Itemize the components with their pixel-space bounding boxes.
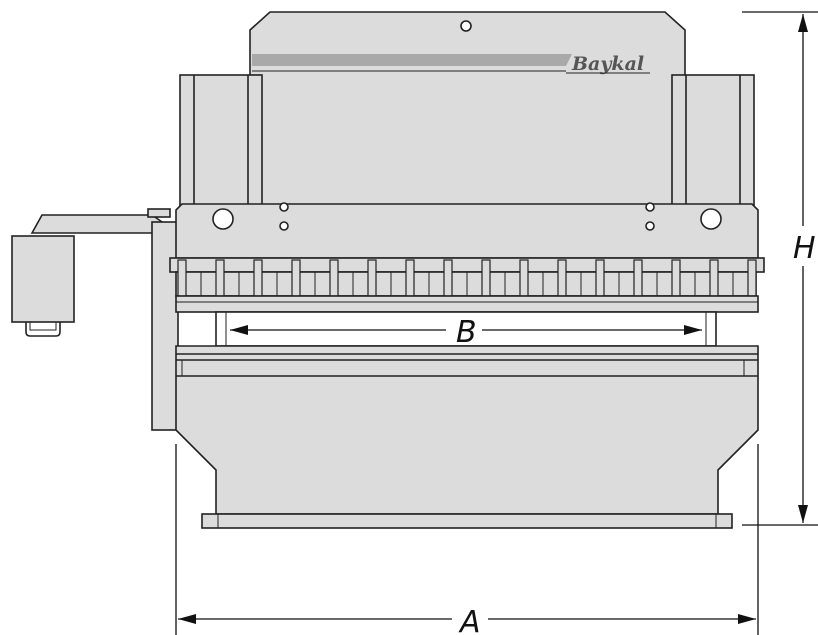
top-crown: Baykal bbox=[249, 11, 686, 211]
bolt-icon bbox=[279, 221, 289, 231]
upper-tool bbox=[175, 295, 759, 313]
upper-beam bbox=[175, 202, 759, 259]
dimension-b-label: B bbox=[456, 315, 477, 350]
clamp-segment bbox=[633, 259, 643, 297]
lifting-hole-icon bbox=[460, 20, 472, 32]
brand-logo: Baykal bbox=[571, 53, 644, 75]
clamp-segment bbox=[253, 259, 263, 297]
clamp-segment bbox=[595, 259, 605, 297]
clamp-segment bbox=[329, 259, 339, 297]
left-side-frame bbox=[179, 74, 263, 211]
dimension-a-label: A bbox=[458, 605, 481, 635]
right-cylinder-hole-icon bbox=[700, 208, 722, 230]
bolt-icon bbox=[645, 221, 655, 231]
left-cylinder-hole-icon bbox=[212, 208, 234, 230]
bolt-icon bbox=[645, 202, 655, 212]
control-box bbox=[11, 235, 75, 337]
bolt-icon bbox=[279, 202, 289, 212]
lower-table bbox=[175, 345, 759, 515]
clamp-segment bbox=[709, 259, 719, 297]
clamp-segment bbox=[215, 259, 225, 297]
brand-stripe bbox=[252, 54, 572, 66]
control-panel-arm bbox=[30, 208, 171, 234]
right-side-frame bbox=[671, 74, 755, 211]
clamp-segment bbox=[177, 259, 187, 297]
dimension-h: H bbox=[742, 11, 818, 526]
left-side-housing bbox=[151, 221, 179, 431]
base-foot bbox=[201, 513, 733, 529]
clamp-segment bbox=[519, 259, 529, 297]
dimension-b: B bbox=[230, 315, 702, 350]
clamp-segment bbox=[481, 259, 491, 297]
clamp-segment bbox=[291, 259, 301, 297]
clamp-segment bbox=[443, 259, 453, 297]
clamp-segment bbox=[405, 259, 415, 297]
dimension-a: A bbox=[175, 444, 759, 635]
upper-tool-clamps bbox=[169, 257, 765, 297]
dimension-h-label: H bbox=[793, 231, 816, 266]
clamp-segment bbox=[747, 259, 757, 297]
clamp-segment bbox=[557, 259, 567, 297]
working-opening bbox=[215, 311, 717, 347]
clamp-segment bbox=[671, 259, 681, 297]
clamp-segment bbox=[367, 259, 377, 297]
